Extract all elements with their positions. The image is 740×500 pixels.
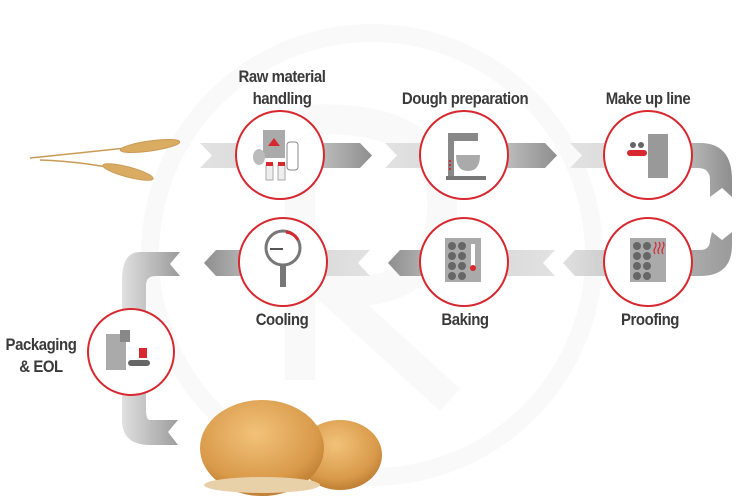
make-up-line-label: Make up line — [605, 89, 691, 108]
cooling-label: Cooling — [255, 310, 309, 329]
raw-material-label: Raw material handling — [229, 66, 335, 110]
oven-icon — [445, 238, 481, 282]
dough-preparation-label: Dough preparation — [401, 89, 529, 108]
thermometer-gauge-icon — [264, 229, 302, 287]
raw-material-label-line1: Raw material — [238, 67, 326, 86]
wheat-image — [29, 139, 181, 181]
packaging-machine-icon — [106, 330, 150, 370]
step-circles — [87, 110, 693, 396]
proofing-label: Proofing — [621, 310, 679, 329]
packaging-label: Packaging & EOL — [1, 334, 80, 378]
burger-bun-image — [200, 400, 382, 496]
proofer-icon — [630, 238, 666, 282]
makeup-machine-icon — [627, 134, 668, 178]
mixer-icon — [446, 133, 486, 180]
raw-materials-icon — [253, 130, 299, 181]
raw-material-label-line2: handling — [252, 89, 312, 108]
packaging-label-line2: & EOL — [19, 357, 63, 376]
baking-label: Baking — [441, 310, 489, 329]
packaging-label-line1: Packaging — [5, 335, 77, 354]
